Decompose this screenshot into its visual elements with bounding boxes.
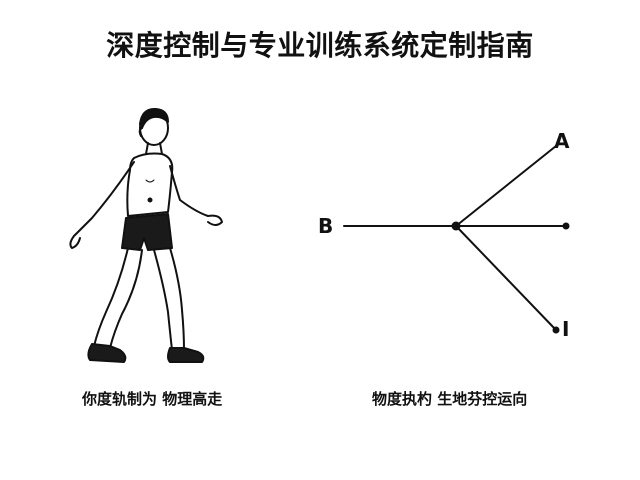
person-neck: [145, 142, 163, 155]
page-title: 深度控制与专业训练系统定制指南: [106, 29, 534, 62]
right-end-node: [562, 222, 570, 230]
person-chest-line: [145, 179, 155, 183]
person-back-shoe: [87, 343, 127, 363]
person-front-arm: [169, 165, 209, 217]
person-back-arm: [73, 161, 135, 237]
label-i: I: [562, 317, 569, 341]
person-shorts: [121, 213, 173, 251]
person-back-leg-inner: [109, 249, 143, 349]
person-hair: [139, 107, 169, 129]
label-a: A: [554, 129, 570, 153]
person-front-shoe: [167, 347, 205, 363]
person-front-leg-inner: [169, 247, 185, 351]
person-navel: [147, 197, 153, 203]
left-caption: 你度轨制为 物理高走: [82, 390, 223, 408]
walking-person-illustration: [50, 100, 250, 380]
walking-person-drawing: [69, 107, 223, 363]
person-front-hand: [207, 214, 223, 226]
line-center-to-a: [455, 145, 557, 227]
person-ear: [138, 127, 143, 137]
line-center-to-i: [455, 225, 557, 331]
person-back-hand: [69, 235, 81, 249]
vector-diagram-drawing: A B I: [318, 129, 570, 341]
right-caption: 物度执杓 生地芬控运向: [372, 390, 528, 408]
person-back-leg: [93, 247, 129, 347]
vector-diagram: A B I: [300, 110, 600, 360]
center-node: [451, 221, 461, 231]
label-b: B: [318, 214, 333, 238]
i-end-node: [552, 326, 560, 334]
person-front-leg: [153, 249, 173, 351]
